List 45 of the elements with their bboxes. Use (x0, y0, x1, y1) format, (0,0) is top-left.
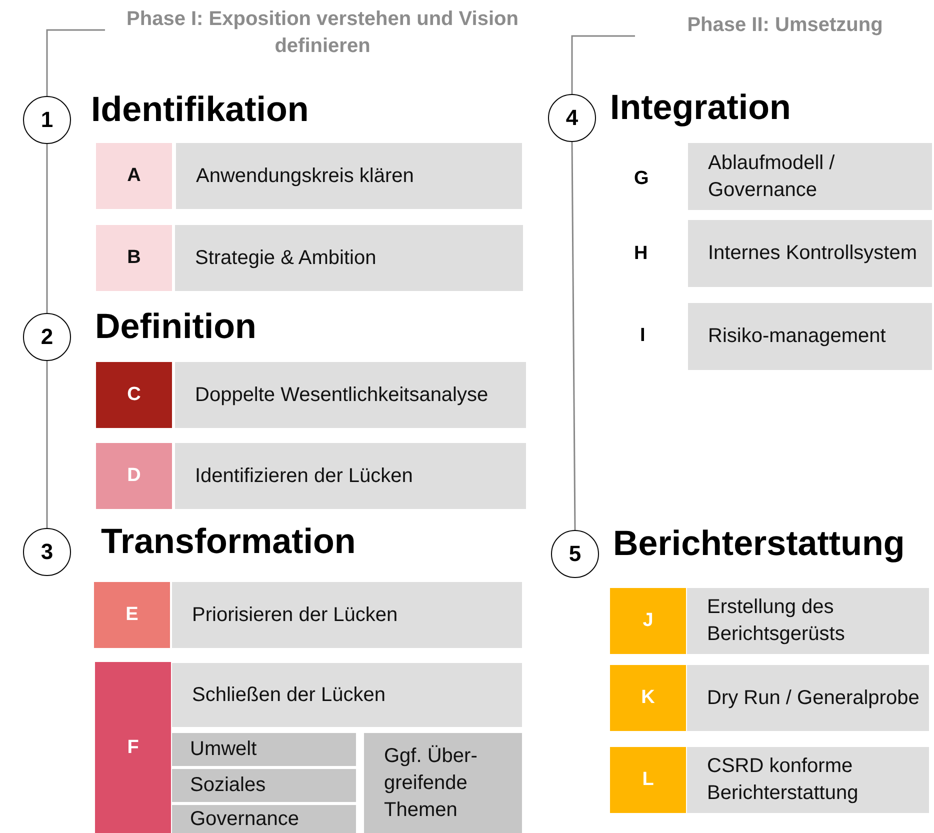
connector-line (571, 142, 576, 530)
letter-box: J (610, 588, 686, 654)
letter-box: D (96, 443, 172, 509)
letter-box: F (95, 662, 171, 833)
step-heading: Berichterstattung (613, 524, 905, 564)
connector-line (46, 361, 48, 528)
phase-title: Phase II: Umsetzung (635, 12, 934, 52)
step-box: Identifizieren der Lücken (175, 443, 526, 509)
step-number: 1 (23, 96, 71, 144)
step-box: CSRD konforme Berichterstattung (687, 747, 929, 813)
leader-line (46, 29, 105, 96)
step-box: Dry Run / Generalprobe (687, 665, 929, 731)
step-heading: Identifikation (91, 90, 309, 130)
topic-box: Umwelt (172, 733, 356, 766)
step-number: 4 (548, 94, 596, 142)
step-heading: Integration (610, 88, 791, 128)
letter-label: G (634, 168, 649, 190)
step-box: Doppelte Wesentlichkeitsanalyse (175, 362, 526, 428)
letter-box: E (94, 582, 170, 648)
topic-box: Ggf. Über-greifende Themen (364, 733, 522, 833)
step-box: Strategie & Ambition (175, 225, 523, 291)
step-box: Internes Kontrollsystem (688, 220, 932, 287)
connector-line (46, 144, 48, 313)
topic-box: Soziales (172, 769, 356, 802)
letter-box: C (96, 362, 172, 428)
step-box: Risiko-management (688, 303, 932, 370)
letter-box: L (610, 747, 686, 813)
step-heading: Definition (95, 307, 256, 347)
step-box: Priorisieren der Lücken (172, 582, 522, 648)
letter-box: A (96, 143, 172, 209)
letter-label: I (640, 325, 646, 347)
letter-box: K (610, 665, 686, 731)
step-box: Schließen der Lücken (172, 663, 522, 727)
step-box: Ablaufmodell / Governance (688, 143, 932, 210)
leader-line (571, 35, 635, 94)
step-heading: Transformation (101, 522, 356, 562)
topic-box: Governance (172, 805, 356, 833)
step-box: Anwendungskreis klären (176, 143, 522, 209)
step-box: Erstellung des Berichtsgerüsts (687, 588, 929, 654)
phase-title: Phase I: Exposition verstehen und Vision definieren (105, 6, 540, 64)
letter-box: B (96, 225, 172, 291)
step-number: 2 (23, 313, 71, 361)
letter-label: H (634, 243, 648, 265)
step-number: 3 (23, 528, 71, 576)
step-number: 5 (551, 530, 599, 578)
